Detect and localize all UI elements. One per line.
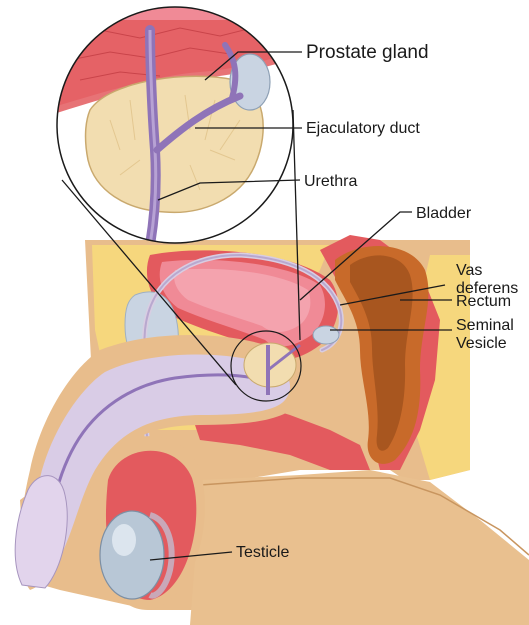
label-testicle: Testicle (236, 544, 289, 561)
label-seminal-vesicle-line2: Vesicle (456, 335, 507, 352)
label-rectum: Rectum (456, 293, 511, 310)
label-bladder: Bladder (416, 205, 472, 222)
label-seminal-vesicle-line1: Seminal (456, 317, 514, 334)
testicle (100, 511, 164, 599)
label-ejaculatory-duct: Ejaculatory duct (306, 120, 420, 137)
label-urethra: Urethra (304, 173, 357, 190)
label-vas-deferens-line1: Vas (456, 262, 482, 279)
seminal-vesicle (313, 326, 339, 344)
magnified-inset (40, 0, 320, 245)
testicle-highlight (112, 524, 136, 556)
label-prostate-gland: Prostate gland (306, 42, 429, 63)
